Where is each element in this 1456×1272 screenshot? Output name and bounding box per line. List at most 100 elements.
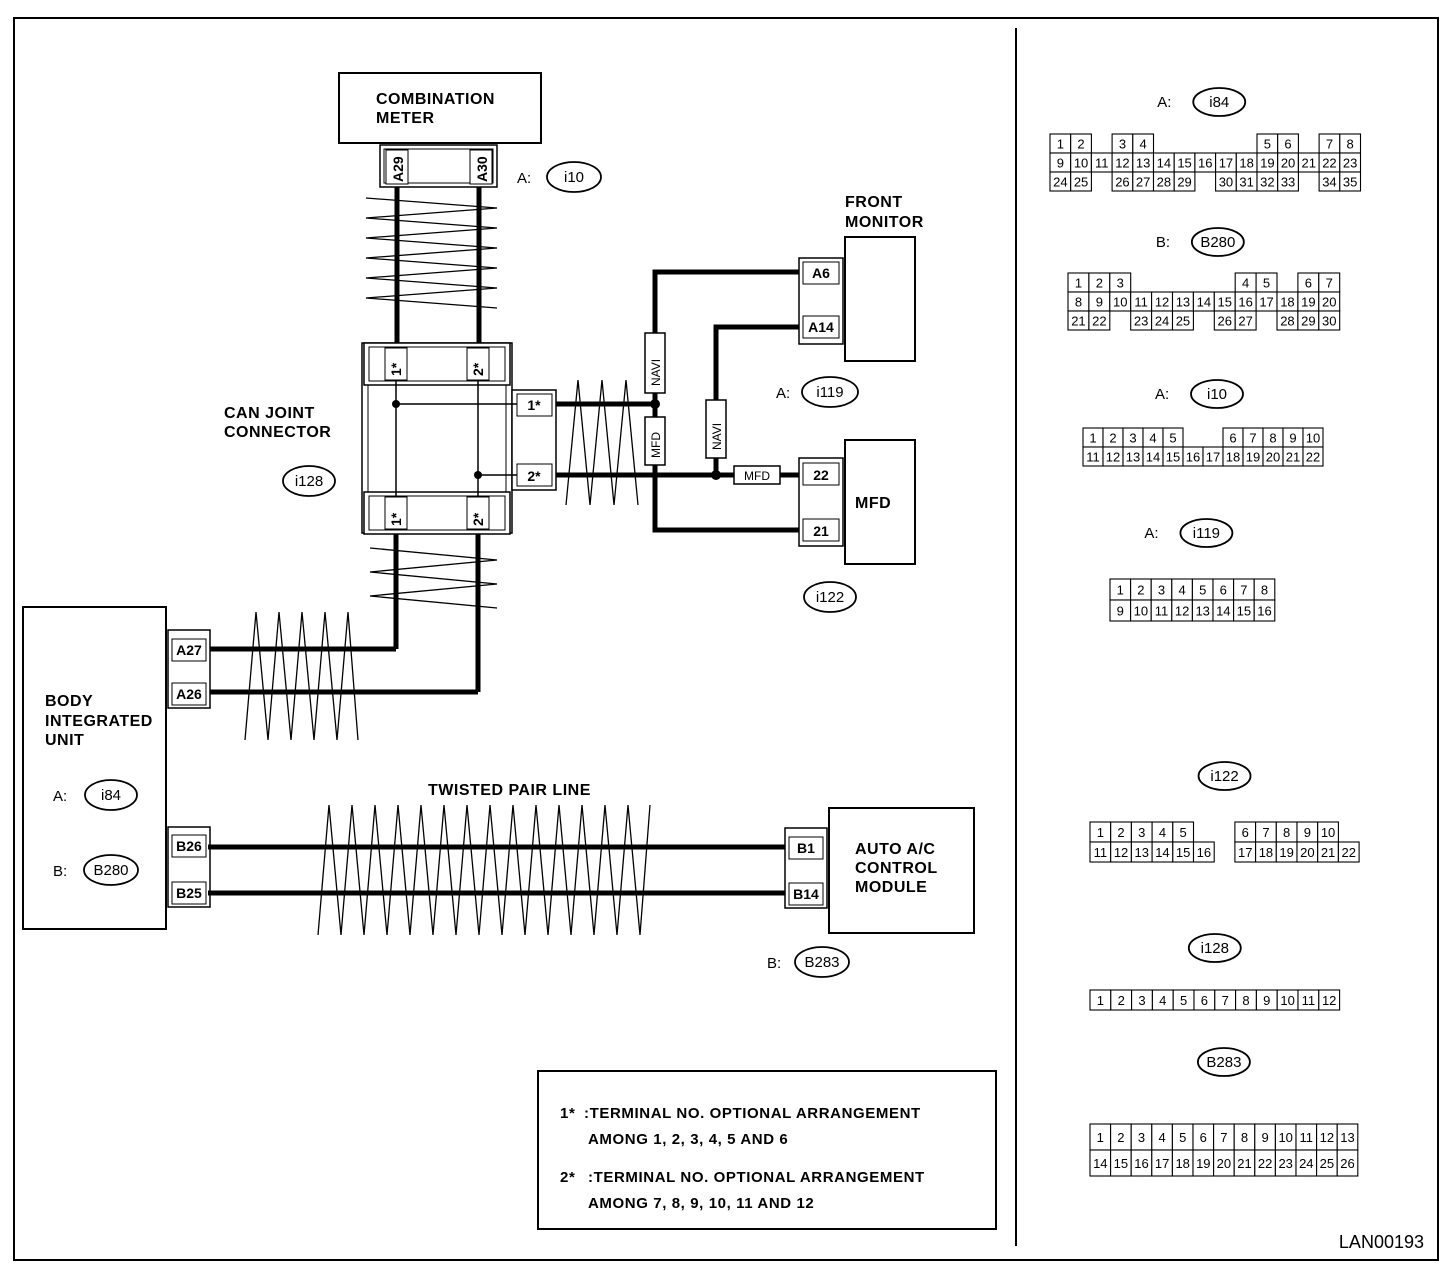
note-2-line-1: :TERMINAL NO. OPTIONAL ARRANGEMENT bbox=[588, 1169, 925, 1186]
terminal-b25: B25 bbox=[176, 885, 202, 901]
pin-cell bbox=[1318, 989, 1341, 1011]
pin-number: 10 bbox=[1321, 825, 1335, 840]
notes-box: 1* :TERMINAL NO. OPTIONAL ARRANGEMENT AM… bbox=[537, 1070, 997, 1230]
pin-number: 20 bbox=[1300, 845, 1314, 860]
pin-number: 4 bbox=[1178, 583, 1185, 598]
pin-number: 11 bbox=[1086, 450, 1100, 465]
pin-number: 6 bbox=[1242, 825, 1249, 840]
pin-number: 4 bbox=[1140, 137, 1147, 152]
pin-number: 14 bbox=[1093, 1156, 1107, 1171]
twist-joint-right bbox=[565, 379, 639, 506]
pin-number: 19 bbox=[1279, 845, 1293, 860]
pin-number: 1 bbox=[1117, 583, 1124, 598]
pin-number: 25 bbox=[1074, 175, 1088, 190]
pin-number: 6 bbox=[1200, 1130, 1207, 1145]
svg-text:A:: A: bbox=[776, 385, 790, 402]
pin-number: 15 bbox=[1218, 295, 1232, 310]
connector-view-prefix: B: bbox=[1156, 234, 1170, 251]
wire-label-navi-1: NAVI bbox=[649, 359, 663, 386]
pin-number: 5 bbox=[1179, 1130, 1186, 1145]
pin-number: 13 bbox=[1126, 450, 1140, 465]
pin-number: 16 bbox=[1257, 604, 1271, 619]
svg-text:AUTO A/C: AUTO A/C bbox=[855, 841, 935, 858]
pin-number: 6 bbox=[1220, 583, 1227, 598]
pin-number: 25 bbox=[1320, 1156, 1334, 1171]
svg-text:B283: B283 bbox=[804, 954, 839, 971]
pin-number: 2 bbox=[1117, 1130, 1124, 1145]
terminal-b1: B1 bbox=[797, 840, 815, 856]
pin-number: 8 bbox=[1283, 825, 1290, 840]
pin-number: 25 bbox=[1176, 314, 1190, 329]
outer-frame bbox=[13, 17, 1439, 1261]
pin-number: 17 bbox=[1219, 156, 1233, 171]
pin-number: 24 bbox=[1299, 1156, 1313, 1171]
svg-text:i128: i128 bbox=[295, 473, 323, 490]
connector-view-code: B283 bbox=[1206, 1054, 1241, 1071]
pin-number: 10 bbox=[1134, 604, 1148, 619]
pin-number: 30 bbox=[1322, 314, 1336, 329]
pin-number: 16 bbox=[1198, 156, 1212, 171]
pin-number: 9 bbox=[1117, 604, 1124, 619]
pin-number: 9 bbox=[1261, 1130, 1268, 1145]
connector-view-code: i122 bbox=[1210, 768, 1238, 785]
pin-number: 6 bbox=[1229, 431, 1236, 446]
svg-text:CONTROL: CONTROL bbox=[855, 860, 938, 877]
pin-number: 34 bbox=[1322, 175, 1336, 190]
pin-number: 2 bbox=[1118, 993, 1125, 1008]
twist-meter bbox=[365, 197, 498, 309]
pin-number: 11 bbox=[1300, 1130, 1314, 1145]
svg-text:i84: i84 bbox=[101, 787, 121, 804]
pin-number: 7 bbox=[1222, 993, 1229, 1008]
pin-cell bbox=[1336, 1149, 1359, 1177]
drawing-code: LAN00193 bbox=[1339, 1232, 1424, 1252]
pin-number: 20 bbox=[1266, 450, 1280, 465]
terminal-a30: A30 bbox=[474, 156, 490, 182]
pin-number: 21 bbox=[1321, 845, 1335, 860]
pin-number: 18 bbox=[1226, 450, 1240, 465]
ref-i128: i128 bbox=[282, 465, 336, 497]
pin-number: 4 bbox=[1158, 1130, 1165, 1145]
pin-number: 14 bbox=[1157, 156, 1171, 171]
pin-number: 15 bbox=[1177, 156, 1191, 171]
pin-number: 15 bbox=[1114, 1156, 1128, 1171]
combination-meter: COMBINATION METER bbox=[338, 72, 542, 144]
connector-view-code: i119 bbox=[1193, 525, 1220, 542]
pin-cell bbox=[1253, 599, 1276, 622]
pin-number: 12 bbox=[1114, 845, 1128, 860]
connector-view-prefix: A: bbox=[1155, 386, 1169, 403]
pin-number: 28 bbox=[1280, 314, 1294, 329]
pin-number: 8 bbox=[1269, 431, 1276, 446]
pin-cell bbox=[1088, 310, 1111, 331]
pin-number: 17 bbox=[1259, 295, 1273, 310]
ref-i119: A: i119 bbox=[776, 376, 859, 408]
joint-top-1: 1* bbox=[388, 362, 404, 376]
pin-number: 8 bbox=[1261, 583, 1268, 598]
svg-text:UNIT: UNIT bbox=[45, 732, 84, 749]
joint-right-2: 2* bbox=[527, 468, 541, 484]
pin-number: 3 bbox=[1138, 1130, 1145, 1145]
pin-number: 2 bbox=[1109, 431, 1116, 446]
pin-number: 13 bbox=[1135, 845, 1149, 860]
pin-number: 9 bbox=[1057, 156, 1064, 171]
pin-number: 2 bbox=[1077, 137, 1084, 152]
pin-number: 19 bbox=[1246, 450, 1260, 465]
pin-number: 22 bbox=[1092, 314, 1106, 329]
combination-meter-label-2: METER bbox=[376, 110, 435, 127]
pin-number: 1 bbox=[1097, 993, 1104, 1008]
pin-number: 10 bbox=[1074, 156, 1088, 171]
note-1-mark: 1* bbox=[560, 1105, 575, 1122]
pin-number: 22 bbox=[1258, 1156, 1272, 1171]
pin-number: 21 bbox=[1237, 1156, 1251, 1171]
pin-number: 7 bbox=[1262, 825, 1269, 840]
note-1-line-2: AMONG 1, 2, 3, 4, 5 AND 6 bbox=[588, 1131, 788, 1148]
pin-number: 18 bbox=[1259, 845, 1273, 860]
svg-text:BODY: BODY bbox=[45, 693, 93, 710]
pin-number: 7 bbox=[1240, 583, 1247, 598]
terminal-a6: A6 bbox=[812, 265, 830, 281]
pin-number: 4 bbox=[1159, 993, 1166, 1008]
mfd-unit: MFD 22 21 bbox=[798, 439, 916, 565]
pin-number: 4 bbox=[1159, 825, 1166, 840]
combination-meter-connector: A29 A30 bbox=[379, 144, 498, 188]
